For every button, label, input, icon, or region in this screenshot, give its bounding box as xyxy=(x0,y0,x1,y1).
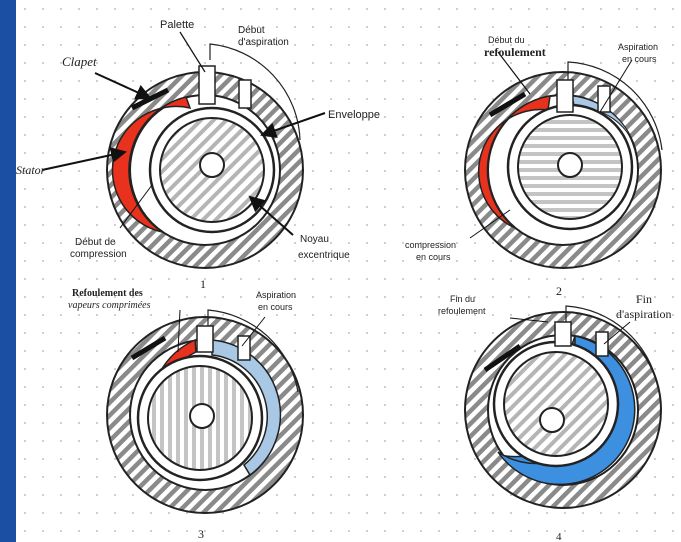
rotor-shaft xyxy=(199,152,225,178)
label-stator: Stator xyxy=(16,163,46,177)
label-debut-compression-1: Début de xyxy=(75,237,116,248)
suction-port xyxy=(597,85,611,113)
suction-duct xyxy=(207,309,299,393)
panel-number-1: 1 xyxy=(200,277,206,291)
label-aspiration-1: Aspiration xyxy=(618,42,658,52)
rotor-shaft xyxy=(557,152,583,178)
label-palette: Palette xyxy=(160,19,194,31)
label-debut-aspiration-2: d'aspiration xyxy=(238,37,289,48)
arrow-aspiration xyxy=(599,59,633,113)
label-refoulement-1: Refoulement des xyxy=(72,288,143,299)
palette-vane xyxy=(556,79,574,113)
clapet-valve xyxy=(130,335,167,361)
arrow-refoulement xyxy=(177,309,181,353)
arrow-aspiration xyxy=(241,316,266,347)
aspiration-zone xyxy=(211,339,282,477)
label-debut-refoulement-2: refoulement xyxy=(484,45,546,59)
panel-3: Refoulement des vapeurs comprimées Aspir… xyxy=(68,288,304,541)
label-refoulement-2: vapeurs comprimées xyxy=(68,300,151,311)
label-aspiration-2: en cours xyxy=(258,302,293,312)
label-aspiration-1: Aspiration xyxy=(256,290,296,300)
suction-port xyxy=(595,331,609,357)
label-fin-refoulement-1: Fin du xyxy=(450,294,475,304)
arrow-enveloppe xyxy=(260,112,326,138)
rotor-shaft xyxy=(539,407,565,433)
rotor-core xyxy=(503,351,609,457)
rotor-shaft xyxy=(189,403,215,429)
arrow-debut-refoulement xyxy=(497,51,531,95)
left-sidebar-strip xyxy=(0,0,16,542)
compression-zone xyxy=(111,96,192,233)
arrow-debut-compression xyxy=(119,184,153,229)
panel-number-3: 3 xyxy=(198,527,204,541)
arrow-fin-aspiration xyxy=(603,321,631,345)
label-compression-2: en cours xyxy=(416,252,451,262)
panel-1: Clapet Palette Début d'aspiration Envelo… xyxy=(16,19,380,291)
arrow-fin-refoulement xyxy=(509,317,549,323)
palette-vane xyxy=(198,65,216,105)
suction-port xyxy=(238,79,252,109)
label-enveloppe: Enveloppe xyxy=(328,109,380,121)
arrow-palette xyxy=(179,31,206,73)
arrow-noyau xyxy=(248,195,294,236)
label-fin-aspiration-1: Fin xyxy=(636,292,652,306)
label-aspiration-2: en cours xyxy=(622,54,657,64)
palette-vane xyxy=(196,325,214,353)
suction-port xyxy=(237,335,251,361)
arrow-clapet xyxy=(94,72,152,100)
panel-number-4: 4 xyxy=(556,531,562,542)
label-debut-compression-2: compression xyxy=(70,249,127,260)
label-noyau-1: Noyau xyxy=(300,234,329,245)
label-fin-aspiration-2: d'aspiration xyxy=(616,307,671,321)
palette-vane xyxy=(554,321,572,347)
suction-duct xyxy=(209,43,301,141)
arrow-compression xyxy=(469,209,511,239)
label-compression-1: compression xyxy=(405,240,456,250)
label-debut-refoulement-1: Début du xyxy=(488,35,525,45)
panel-4: Fin du refoulement Fin d'aspiration 4 xyxy=(438,292,671,542)
suction-duct xyxy=(567,61,663,151)
panel-number-2: 2 xyxy=(556,284,562,298)
label-clapet: Clapet xyxy=(62,54,97,69)
label-debut-aspiration-1: Début xyxy=(238,25,265,36)
clapet-valve xyxy=(488,91,527,118)
panel-2: Début du refoulement Aspiration en cours… xyxy=(405,35,663,298)
label-fin-refoulement-2: refoulement xyxy=(438,306,486,316)
compression-zone xyxy=(477,95,551,229)
label-noyau-2: excentrique xyxy=(298,250,350,261)
clapet-valve xyxy=(483,343,522,373)
arrow-stator xyxy=(41,147,127,171)
